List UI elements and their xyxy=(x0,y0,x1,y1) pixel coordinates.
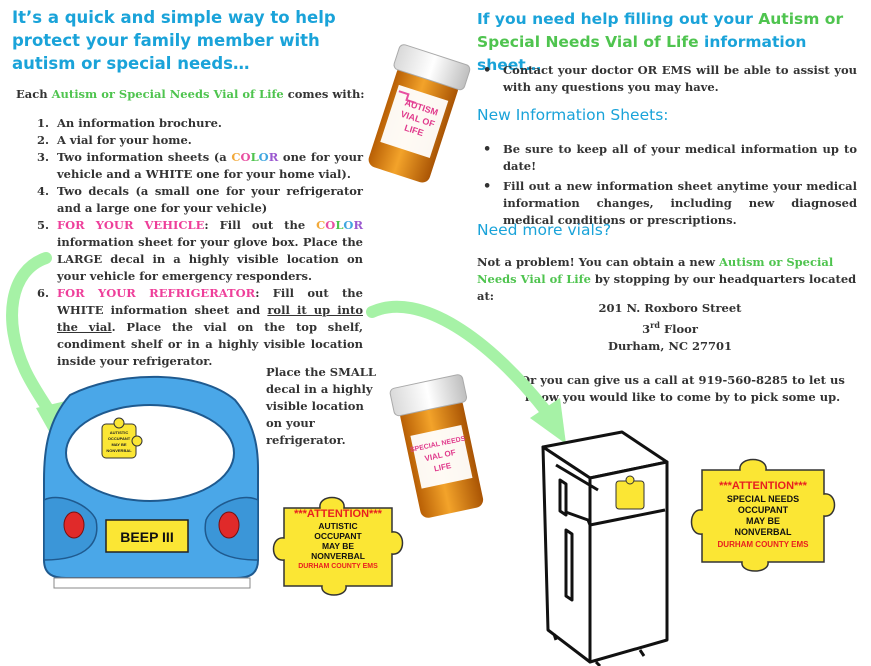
cont-line: refrigerator. xyxy=(266,433,346,447)
step-label: FOR YOUR VEHICLE xyxy=(57,218,205,232)
color-word: COLOR xyxy=(231,150,279,164)
decal-title: ***ATTENTION*** xyxy=(719,480,807,492)
cont-line: visible location xyxy=(266,399,364,413)
left-heading: It’s a quick and simple way to help prot… xyxy=(12,8,336,73)
step-number: 5. xyxy=(37,218,50,232)
decal-line: NONVERBAL xyxy=(734,527,792,537)
address: 201 N. Roxboro Street 3rd Floor Durham, … xyxy=(560,300,780,355)
decal-line: AUTISTIC xyxy=(318,521,358,531)
intro-line: Each Autism or Special Needs Vial of Lif… xyxy=(16,86,376,103)
more-vials-title: Need more vials? xyxy=(477,221,612,239)
step-number: 3. xyxy=(37,150,50,164)
car-window-decal-icon: AUTISTIC OCCUPANT MAY BE NONVERBAL xyxy=(101,417,143,459)
svg-text:MAY BE: MAY BE xyxy=(111,442,126,447)
step-text: . Place the vial on the top shelf, condi… xyxy=(57,320,363,368)
special-needs-decal: ***ATTENTION*** SPECIAL NEEDS OCCUPANT M… xyxy=(702,478,824,552)
autism-vial-icon xyxy=(368,44,471,183)
step-6: 6. FOR YOUR REFRIGERATOR: Fill out the WH… xyxy=(37,285,363,370)
step-underlined: roll it up into the vial xyxy=(57,303,363,334)
decal-footer: DURHAM COUNTY EMS xyxy=(298,563,378,570)
decal-line: MAY BE xyxy=(321,541,355,551)
intro-highlight: Autism or Special Needs Vial of Life xyxy=(51,87,284,101)
autism-decal: ***ATTENTION*** AUTISTIC OCCUPANT MAY BE… xyxy=(284,508,392,573)
intro-prefix: Each xyxy=(16,87,52,101)
color-word: COLOR xyxy=(316,218,363,232)
svg-text:OCCUPANT: OCCUPANT xyxy=(108,436,131,441)
fridge-decal-icon xyxy=(615,475,645,510)
step-number: 6. xyxy=(37,286,50,300)
step-number: 2. xyxy=(37,133,50,147)
decal-line: MAY BE xyxy=(745,516,780,526)
new-sheets-bullets: Be sure to keep all of your medical info… xyxy=(477,141,857,232)
step-text: An information brochure. xyxy=(57,116,222,130)
step-text: one for your vehicle and a WHITE one for… xyxy=(57,150,364,181)
address-street: 201 N. Roxboro Street xyxy=(598,301,742,315)
step-3: 3. Two information sheets (a COLOR one fo… xyxy=(37,149,363,183)
new-sheets-bullet: Fill out a new information sheet anytime… xyxy=(477,178,857,229)
step-1: 1. An information brochure. xyxy=(37,115,363,132)
intro-suffix: comes with: xyxy=(283,87,365,101)
right-heading-text: If you need help filling out your xyxy=(477,10,759,28)
autism-vial-label: AUTISM VIAL OF LIFE xyxy=(399,97,439,139)
right-heading-highlight: Autism or Special Needs Vial of Life xyxy=(477,10,844,51)
svg-text:NONVERBAL: NONVERBAL xyxy=(106,448,132,453)
step-label: FOR YOUR REFRIGERATOR xyxy=(57,286,256,300)
decal-title: ***ATTENTION*** xyxy=(294,508,382,520)
decal-line: OCCUPANT xyxy=(314,531,362,541)
step-text: A vial for your home. xyxy=(57,133,192,147)
cont-line: decal in a highly xyxy=(266,382,373,396)
refrigerator-icon xyxy=(541,430,669,666)
step-number: 4. xyxy=(37,184,50,198)
svg-text:SPECIAL NEEDS: SPECIAL NEEDS xyxy=(410,435,467,454)
step-text: Two information sheets (a xyxy=(57,150,232,164)
step-text: Two decals (a small one for your refrige… xyxy=(57,184,363,215)
step-text: information sheet for your glove box. Pl… xyxy=(57,235,363,283)
more-vials-text: Not a problem! You can obtain a new Auti… xyxy=(477,254,861,305)
svg-text:LIFE: LIFE xyxy=(433,461,452,474)
step-number: 1. xyxy=(37,116,50,130)
new-sheets-title: New Information Sheets: xyxy=(477,106,669,124)
svg-text:AUTISM: AUTISM xyxy=(403,97,439,117)
more-text: Not a problem! You can obtain a new xyxy=(477,255,719,269)
address-floor: 3rd Floor xyxy=(642,320,698,336)
call-text: Or you can give us a call at 919-560-828… xyxy=(520,373,845,404)
decal-line: SPECIAL NEEDS xyxy=(726,494,800,504)
cont-line: on your xyxy=(266,416,315,430)
step-text: : Fill out the xyxy=(204,218,317,232)
help-bullets: Contact your doctor OR EMS will be able … xyxy=(477,62,857,99)
steps-list: 1. An information brochure. 2. A vial for … xyxy=(37,115,363,370)
address-city: Durham, NC 27701 xyxy=(607,338,733,353)
special-needs-vial-label: SPECIAL NEEDS VIAL OF LIFE xyxy=(410,435,467,474)
decal-footer: DURHAM COUNTY EMS xyxy=(717,540,809,549)
step6-continuation: Place the SMALL decal in a highly visibl… xyxy=(266,364,376,449)
step-4: 4. Two decals (a small one for your refri… xyxy=(37,183,363,217)
svg-text:LIFE: LIFE xyxy=(403,123,425,139)
step-5: 5. FOR YOUR VEHICLE: Fill out the COLOR i… xyxy=(37,217,363,285)
decal-line: OCCUPANT xyxy=(737,505,789,515)
more-text: by stopping by our headquarters located … xyxy=(477,272,857,303)
svg-text:VIAL OF: VIAL OF xyxy=(399,109,436,130)
new-sheets-bullet: Be sure to keep all of your medical info… xyxy=(477,141,857,175)
decal-line: NONVERBAL xyxy=(311,551,365,561)
help-bullet: Contact your doctor OR EMS will be able … xyxy=(477,62,857,96)
svg-text:VIAL OF: VIAL OF xyxy=(424,448,457,463)
car-icon xyxy=(43,375,260,589)
special-needs-vial-icon xyxy=(389,374,484,518)
license-plate: BEEP III xyxy=(120,529,173,545)
step-text: : Fill out the WHITE information sheet a… xyxy=(57,286,363,317)
svg-text:AUTISTIC: AUTISTIC xyxy=(110,430,129,435)
step-2: 2. A vial for your home. xyxy=(37,132,363,149)
more-highlight: Autism or Special Needs Vial of Life xyxy=(477,255,834,286)
cont-line: Place the SMALL xyxy=(266,365,376,379)
